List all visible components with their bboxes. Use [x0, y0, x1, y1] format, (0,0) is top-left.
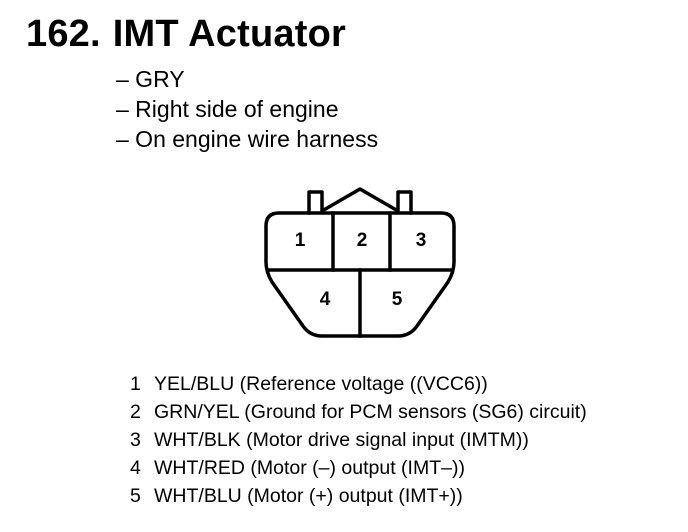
detail-location: – Right side of engine [116, 96, 339, 122]
pinout-item: 3 WHT/BLK (Motor drive signal input (IMTM… [130, 426, 587, 454]
detail-harness: – On engine wire harness [116, 126, 379, 152]
cavity-label-3: 3 [416, 230, 427, 251]
page-title: 162. IMT Actuator [26, 12, 346, 56]
pinout-item: 1 YEL/BLU (Reference voltage ((VCC6)) [130, 370, 587, 398]
cavity-label-2: 2 [357, 230, 368, 251]
cavity-label-5: 5 [392, 289, 403, 310]
cavity-label-4: 4 [320, 289, 331, 310]
pin-number: 5 [130, 485, 141, 507]
pinout-list: 1 YEL/BLU (Reference voltage ((VCC6)) 2 GR… [130, 370, 587, 510]
connector-details: – GRY – Right side of engine – On engine… [116, 64, 378, 154]
title-name: IMT Actuator [112, 13, 346, 55]
pin-number: 3 [130, 429, 141, 451]
title-number: 162. [26, 13, 101, 55]
connector-diagram: 1 2 3 4 5 [264, 187, 456, 338]
pin-description: GRN/YEL (Ground for PCM sensors (SG6) ci… [154, 401, 587, 423]
detail-color: – GRY [116, 66, 185, 92]
pin-number: 2 [130, 401, 141, 423]
pin-number: 1 [130, 373, 141, 395]
cavity-label-1: 1 [295, 230, 306, 251]
pinout-item: 2 GRN/YEL (Ground for PCM sensors (SG6) c… [130, 398, 587, 426]
pin-description: WHT/BLK (Motor drive signal input (IMTM)… [154, 429, 529, 451]
connector-housing [264, 211, 456, 338]
connector-latch [307, 187, 413, 215]
pin-description: WHT/BLU (Motor (+) output (IMT+)) [154, 485, 463, 507]
pinout-item: 5 WHT/BLU (Motor (+) output (IMT+)) [130, 482, 587, 510]
pin-number: 4 [130, 457, 141, 479]
pin-description: YEL/BLU (Reference voltage ((VCC6)) [154, 373, 488, 395]
pin-description: WHT/RED (Motor (–) output (IMT–)) [154, 457, 465, 479]
pinout-item: 4 WHT/RED (Motor (–) output (IMT–)) [130, 454, 587, 482]
